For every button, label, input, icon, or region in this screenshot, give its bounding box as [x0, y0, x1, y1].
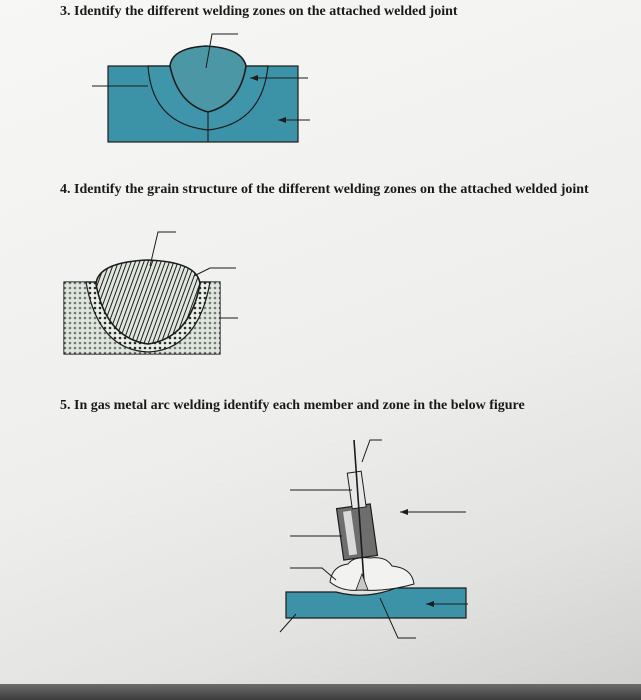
welded-joint-zones-figure [92, 33, 310, 143]
arrowhead-right [250, 75, 258, 81]
question-3: 3. Identify the different welding zones … [60, 4, 458, 20]
shielding-gas [329, 557, 415, 591]
leader-line-wire [361, 439, 382, 463]
leader-line-weld [290, 567, 337, 581]
workpiece [285, 587, 467, 619]
weld-bead [169, 45, 247, 113]
arrowhead-work [426, 601, 434, 607]
leader-line-base [279, 613, 297, 633]
question-4-text: Identify the grain structure of the diff… [74, 182, 589, 197]
nozzle-highlight [343, 510, 358, 556]
leader-line-top [205, 33, 238, 69]
leader-line-right-upper [193, 267, 236, 277]
question-4-number: 4. [60, 182, 71, 197]
bottom-edge [0, 684, 641, 700]
weld-columnar-grains [95, 259, 201, 345]
gas-nozzle [335, 503, 379, 561]
question-3-number: 3. [60, 4, 71, 19]
question-5-number: 5. [60, 398, 71, 413]
grain-structure-figure [63, 231, 238, 355]
gmaw-figure [279, 439, 468, 639]
arrowhead-nozzle [400, 509, 408, 515]
leader-line-top [149, 231, 176, 267]
arrowhead-bottom [278, 117, 286, 123]
question-5: 5. In gas metal arc welding identify eac… [60, 398, 525, 414]
question-5-text: In gas metal arc welding identify each m… [74, 398, 525, 413]
welding-arc [355, 572, 369, 591]
electrode-wire [353, 439, 365, 583]
question-4: 4. Identify the grain structure of the d… [60, 182, 589, 198]
question-3-text: Identify the different welding zones on … [74, 4, 458, 19]
leader-line-bead [379, 597, 416, 639]
